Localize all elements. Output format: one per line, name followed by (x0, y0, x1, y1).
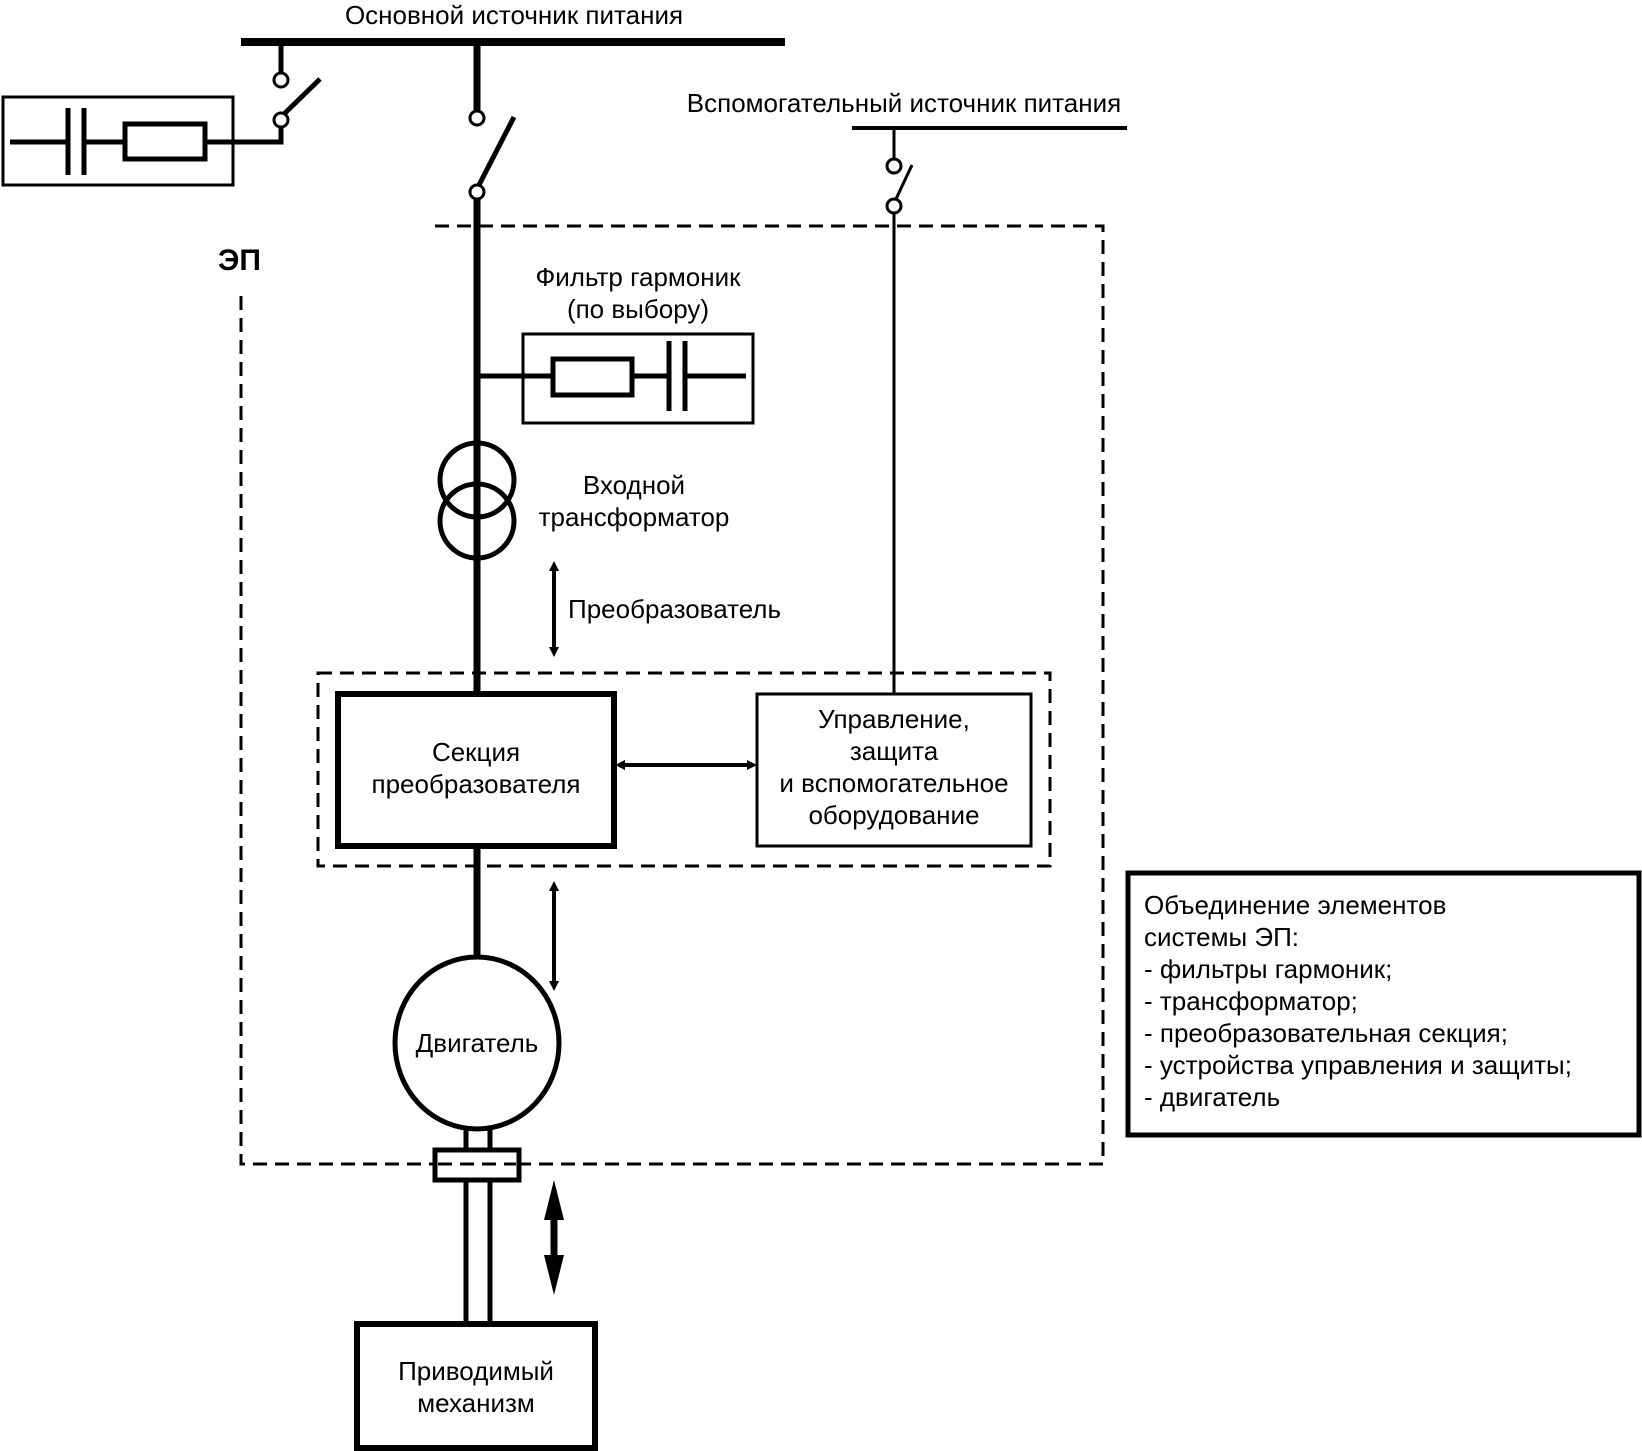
resistor (550, 356, 635, 398)
legend-title-1: Объединение элементов (1144, 890, 1446, 920)
control-label-3: и вспомогательное (779, 768, 1008, 798)
motor-label: Двигатель (416, 1028, 539, 1058)
switch-contact (468, 109, 486, 127)
converter-section-box (335, 691, 617, 849)
main-switch-blade (476, 115, 517, 187)
legend-item: - фильтры гармоник; (1144, 954, 1392, 984)
converter-label: Преобразователь (568, 594, 781, 624)
switch-blade (282, 77, 322, 116)
control-label-2: защита (850, 736, 939, 766)
filter-label-2: (по выбору) (567, 294, 709, 324)
legend-item: - устройства управления и защиты; (1144, 1050, 1572, 1080)
external-filter-box (1, 95, 235, 187)
control-protection-box (755, 692, 1033, 848)
switch-contact (272, 71, 290, 89)
switch-contact (885, 197, 903, 215)
harmonic-filter (477, 332, 755, 425)
main-source-label: Основной источник питания (345, 0, 683, 30)
converter-section-label-2: преобразователя (372, 769, 581, 799)
legend-box: Объединение элементов системы ЭП: - филь… (1125, 870, 1642, 1138)
aux-switch-blade (894, 164, 914, 200)
legend-item: - преобразовательная секция; (1144, 1018, 1508, 1048)
converter-section-label-1: Секция (432, 737, 520, 767)
transformer-label-2: трансформатор (539, 502, 730, 532)
transformer-label-1: Входной (583, 470, 685, 500)
drive-system-label: ЭП (218, 244, 261, 277)
driven-mechanism-box (354, 1321, 598, 1451)
control-label-1: Управление, (818, 704, 970, 734)
legend-item: - двигатель (1144, 1082, 1280, 1112)
drive-system-boundary (239, 224, 1105, 1166)
switch-contact (885, 157, 903, 175)
legend-item: - трансформатор; (1144, 986, 1358, 1016)
switch-contact (468, 183, 486, 201)
mechanism-label-2: механизм (417, 1388, 535, 1418)
legend-title-2: системы ЭП: (1144, 922, 1299, 952)
aux-source-label: Вспомогательный источник питания (687, 88, 1121, 118)
filter-label-1: Фильтр гармоник (536, 262, 742, 292)
external-filter-branch (1, 42, 322, 187)
mechanical-arrow (544, 1180, 564, 1295)
converter-group-boundary (316, 671, 1052, 868)
control-label-4: оборудование (808, 800, 979, 830)
mechanism-label-1: Приводимый (398, 1356, 554, 1386)
motor-icon (392, 954, 562, 1132)
resistor (122, 121, 208, 162)
